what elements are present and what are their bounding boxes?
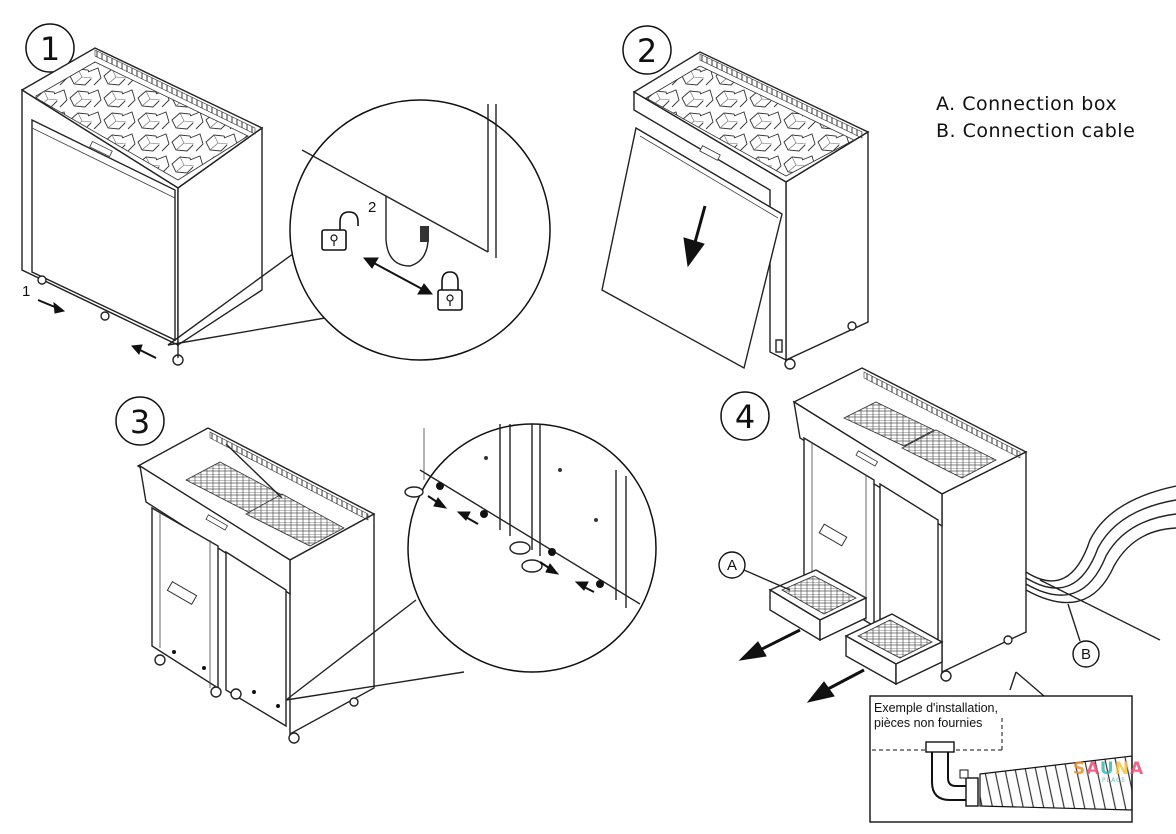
callout-b-label: B [1081,646,1091,663]
step-3-detail-circle [404,423,657,673]
double-arrow-icon [362,257,434,295]
lock-icon [437,271,463,311]
connection-cables [1025,485,1176,641]
step-1-badge [25,23,75,73]
sauna-place-logo: SAUNA PLACE [1073,759,1144,784]
arrow-icon [130,344,143,355]
step-1-number: 1 [40,30,60,68]
step-1-lock-marker: 2 [368,199,376,216]
step-4-panel: 4 [718,367,1176,823]
step-2-number: 2 [637,32,657,70]
heater-step-1 [20,47,264,366]
step-3-badge [115,396,165,446]
arrow-icon [574,581,595,593]
step-3-panel: 3 [115,396,657,744]
down-arrow-icon [683,205,707,268]
installation-example-inset: Exemple d'installation, pièces non fourn… [869,695,1133,823]
logo-text: SAUNA [1073,759,1144,779]
step-3-number: 3 [130,403,150,441]
step-4-number: 4 [735,398,755,436]
inset-note-line-1: Exemple d'installation, [874,701,998,715]
unlock-icon [321,211,359,251]
connection-box-b [844,613,944,686]
heater-step-2 [632,51,870,370]
legend-connection-box: A. Connection box [936,93,1117,115]
legend-connection-cable: B. Connection cable [936,120,1135,142]
inset-note-line-2: pièces non fournies [874,716,982,730]
step-1-panel: 1 1 [20,23,551,366]
logo-subtext: PLACE [1102,777,1126,784]
callout-a-label: A [727,557,737,574]
arrow-icon [539,561,560,575]
step-1-leg-marker: 1 [22,283,30,300]
step-2-badge [622,25,672,75]
step-1-detail-circle: 2 [289,99,551,361]
heater-step-4 [792,367,1028,682]
heater-step-3 [136,427,376,744]
step-2-panel: 2 A. Connection box B. Connection cable [601,25,1135,370]
step-4-badge [720,391,770,441]
arrow-icon [456,511,479,525]
arrow-icon [738,628,801,661]
arrow-icon [427,495,448,509]
callout-b-badge [1072,640,1100,668]
arrow-icon [806,668,865,703]
connection-box-a [768,569,868,642]
arrow-icon [53,301,66,314]
callout-a-badge [718,551,746,579]
